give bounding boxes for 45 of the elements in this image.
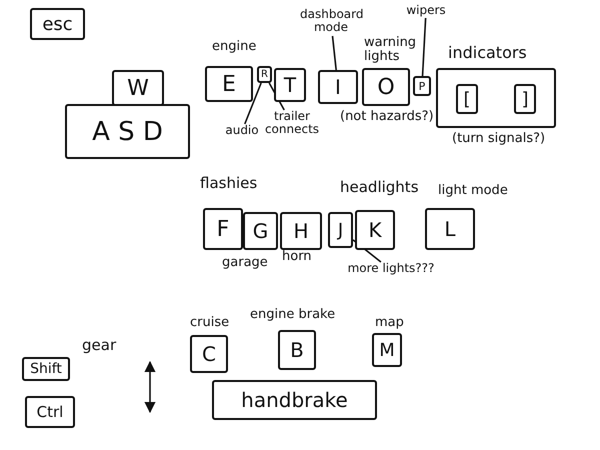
key: handbrake — [212, 380, 377, 420]
key-caption: engine brake — [250, 308, 336, 322]
key: B — [278, 330, 316, 370]
key: esc — [30, 8, 85, 40]
key: E — [205, 66, 253, 102]
key: F — [203, 208, 243, 250]
annotation-text: audio — [222, 124, 262, 138]
annotation-text: trailer connects — [262, 110, 322, 138]
key: G — [243, 212, 278, 250]
key-caption: cruise — [190, 316, 230, 330]
key: M — [372, 333, 402, 367]
key: Shift — [22, 357, 70, 381]
leader-line — [422, 18, 426, 76]
key: [ — [456, 84, 478, 114]
key-caption: light mode — [438, 184, 508, 198]
key: W — [112, 70, 164, 106]
leader-line — [332, 36, 337, 70]
key: ] — [514, 84, 536, 114]
key-caption: horn — [282, 250, 312, 264]
key: K — [355, 210, 395, 250]
key-caption: garage — [222, 256, 268, 270]
key-caption: engine — [212, 40, 256, 54]
key-caption: warning lights — [364, 36, 418, 64]
key-caption: (turn signals?) — [452, 132, 546, 146]
key: P — [413, 76, 431, 96]
key-caption: (not hazards?) — [340, 110, 434, 124]
key: L — [425, 208, 475, 250]
key-caption: map — [375, 316, 404, 330]
annotation-text: wipers — [400, 4, 452, 18]
key: C — [190, 335, 228, 373]
leader-line — [244, 82, 262, 124]
key: A S D — [65, 104, 190, 159]
annotation-text: more lights??? — [336, 262, 446, 278]
key: I — [318, 70, 358, 104]
group-heading: indicators — [448, 44, 527, 62]
key: T — [274, 68, 306, 102]
note-text: flashies — [200, 176, 258, 190]
key: Ctrl — [25, 396, 75, 428]
key: O — [362, 68, 410, 106]
key: R — [257, 66, 272, 83]
annotation-text: dashboard mode — [300, 8, 362, 36]
note-text: headlights — [340, 180, 419, 194]
key: H — [280, 212, 322, 250]
key: J — [328, 212, 353, 248]
note-text: gear — [82, 338, 116, 352]
